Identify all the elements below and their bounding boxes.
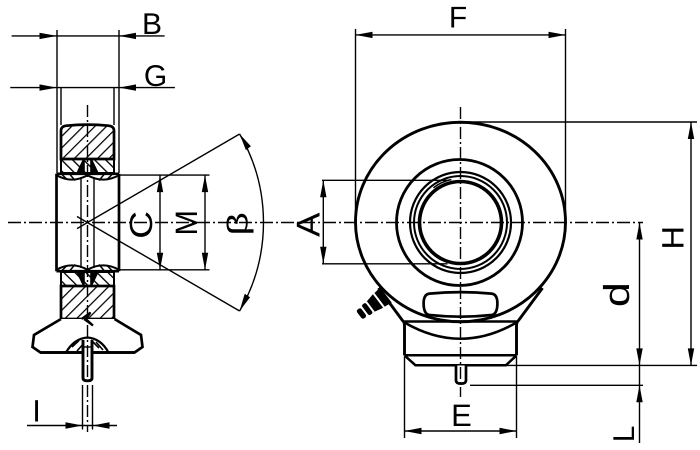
svg-text:A: A bbox=[290, 213, 327, 238]
svg-text:E: E bbox=[451, 398, 472, 433]
svg-text:d: d bbox=[596, 282, 637, 307]
svg-text:B: B bbox=[142, 8, 162, 41]
svg-text:H: H bbox=[656, 226, 691, 250]
svg-text:G: G bbox=[144, 60, 167, 93]
svg-text:M: M bbox=[169, 210, 204, 236]
svg-text:β: β bbox=[222, 212, 254, 236]
svg-text:L: L bbox=[608, 426, 641, 443]
svg-text:F: F bbox=[449, 2, 467, 35]
svg-text:I: I bbox=[32, 394, 41, 429]
svg-text:C: C bbox=[123, 211, 159, 239]
